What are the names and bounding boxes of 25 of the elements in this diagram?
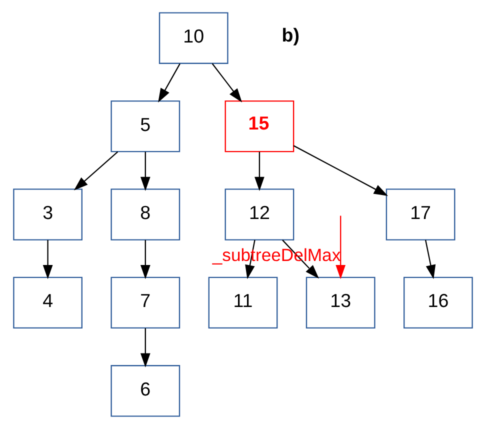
- node-box: 8: [110, 188, 180, 240]
- arrow: [73, 151, 118, 190]
- label: b): [281, 24, 300, 46]
- node-box: 3: [12, 188, 82, 240]
- arrow: [42, 240, 52, 280]
- node-box: 11: [208, 276, 278, 329]
- arrow: [292, 145, 388, 196]
- arrow: [140, 240, 150, 280]
- node-box: 17: [385, 188, 455, 240]
- node-box: 5: [110, 100, 180, 152]
- arrow: [158, 63, 180, 103]
- node-box: 15: [224, 100, 294, 152]
- arrow: [140, 328, 150, 368]
- arrow: [140, 152, 150, 191]
- node-box: 13: [305, 276, 375, 329]
- arrow: [254, 152, 264, 191]
- arrow: [424, 240, 436, 280]
- node-box: 7: [110, 276, 180, 329]
- arrow: [211, 63, 242, 102]
- node-box: 10: [158, 12, 228, 64]
- arrow: [335, 216, 346, 280]
- node-box: 4: [12, 276, 82, 329]
- node-box: 6: [110, 365, 180, 417]
- node-box: 12: [224, 188, 294, 240]
- node-box: 16: [403, 276, 472, 329]
